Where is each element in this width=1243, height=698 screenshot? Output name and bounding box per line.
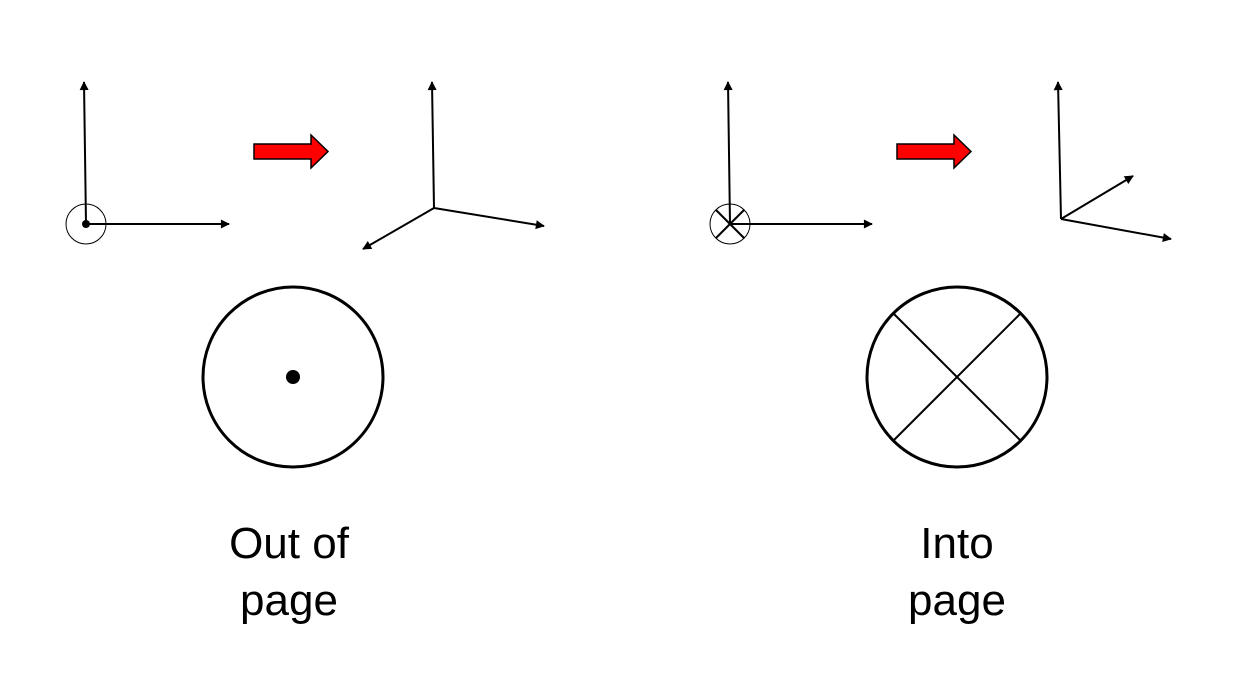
z-axis-arrow [1060,175,1134,220]
y-axis-arrow [723,81,733,225]
out-axes-3d [362,81,545,250]
caption-line: page [908,576,1006,625]
x-axis-arrow [433,207,545,230]
red-arrow-right-icon [253,133,330,170]
in-axes-3d [1053,81,1172,242]
into-page-large-icon [865,285,1049,469]
caption-line: Out of [229,519,349,568]
y-axis-arrow [79,81,89,225]
out-of-page-small-icon [65,203,107,245]
z-axis-arrow [362,207,435,250]
out-axes-2d [65,81,230,245]
caption-line: Into [920,519,994,568]
into-page-small-icon [709,203,751,245]
out-of-page-large-icon [201,285,385,469]
y-axis-arrow [1053,81,1063,220]
caption-line: page [240,576,338,625]
x-axis-arrow [1060,218,1172,242]
into-page-caption: Into page [807,515,1107,629]
out-of-page-small-dot [82,220,90,228]
out-of-page-caption: Out of page [139,515,439,629]
red-arrow-right-icon [896,133,973,170]
y-axis-arrow [427,81,437,209]
in-axes-2d [709,81,873,245]
